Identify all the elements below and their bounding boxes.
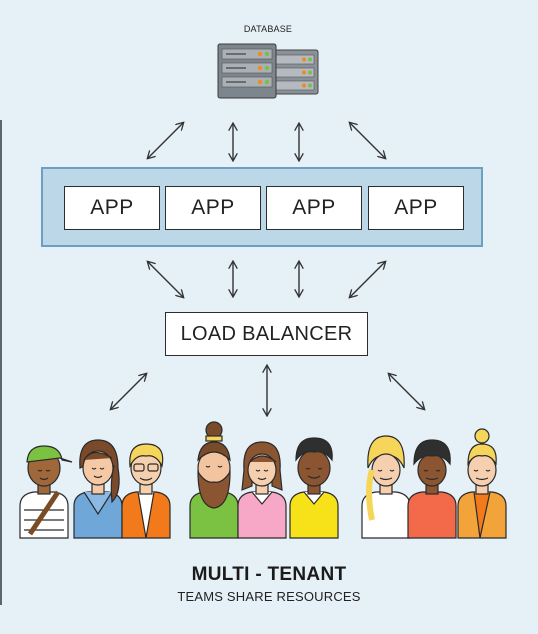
diagram-title: MULTI - TENANT [191,564,347,585]
arrow-db-app1 [148,123,183,158]
person-icon [121,443,171,539]
tenant-group-3 [361,428,507,539]
server-rack-icon [217,43,319,99]
arrow-db-app4 [350,123,385,158]
person-icon [19,445,73,539]
app-box-3: APP [266,186,362,230]
load-balancer-box: LOAD BALANCER [165,312,368,356]
server-back-unit [265,49,319,95]
person-icon [73,439,123,539]
arrow-lb-group1 [111,374,146,409]
person-icon [361,435,411,539]
server-front-unit [217,43,277,99]
app-box-4: APP [368,186,464,230]
tenant-groups [19,421,507,539]
app-box-1: APP [64,186,160,230]
tenant-group-1 [19,439,171,539]
diagram-subtitle: TEAMS SHARE RESOURCES [177,589,361,604]
tenant-group-2 [189,421,339,539]
person-icon [407,439,457,539]
person-icon [457,428,507,539]
left-border-rule [0,120,2,605]
person-icon [289,437,339,539]
arrow-app4-lb [350,262,385,297]
arrow-app1-lb [148,262,183,297]
app-box-2: APP [165,186,261,230]
person-icon [237,441,287,539]
person-icon [189,421,239,539]
database-label: DATABASE [243,24,293,34]
arrow-lb-group3 [389,374,424,409]
